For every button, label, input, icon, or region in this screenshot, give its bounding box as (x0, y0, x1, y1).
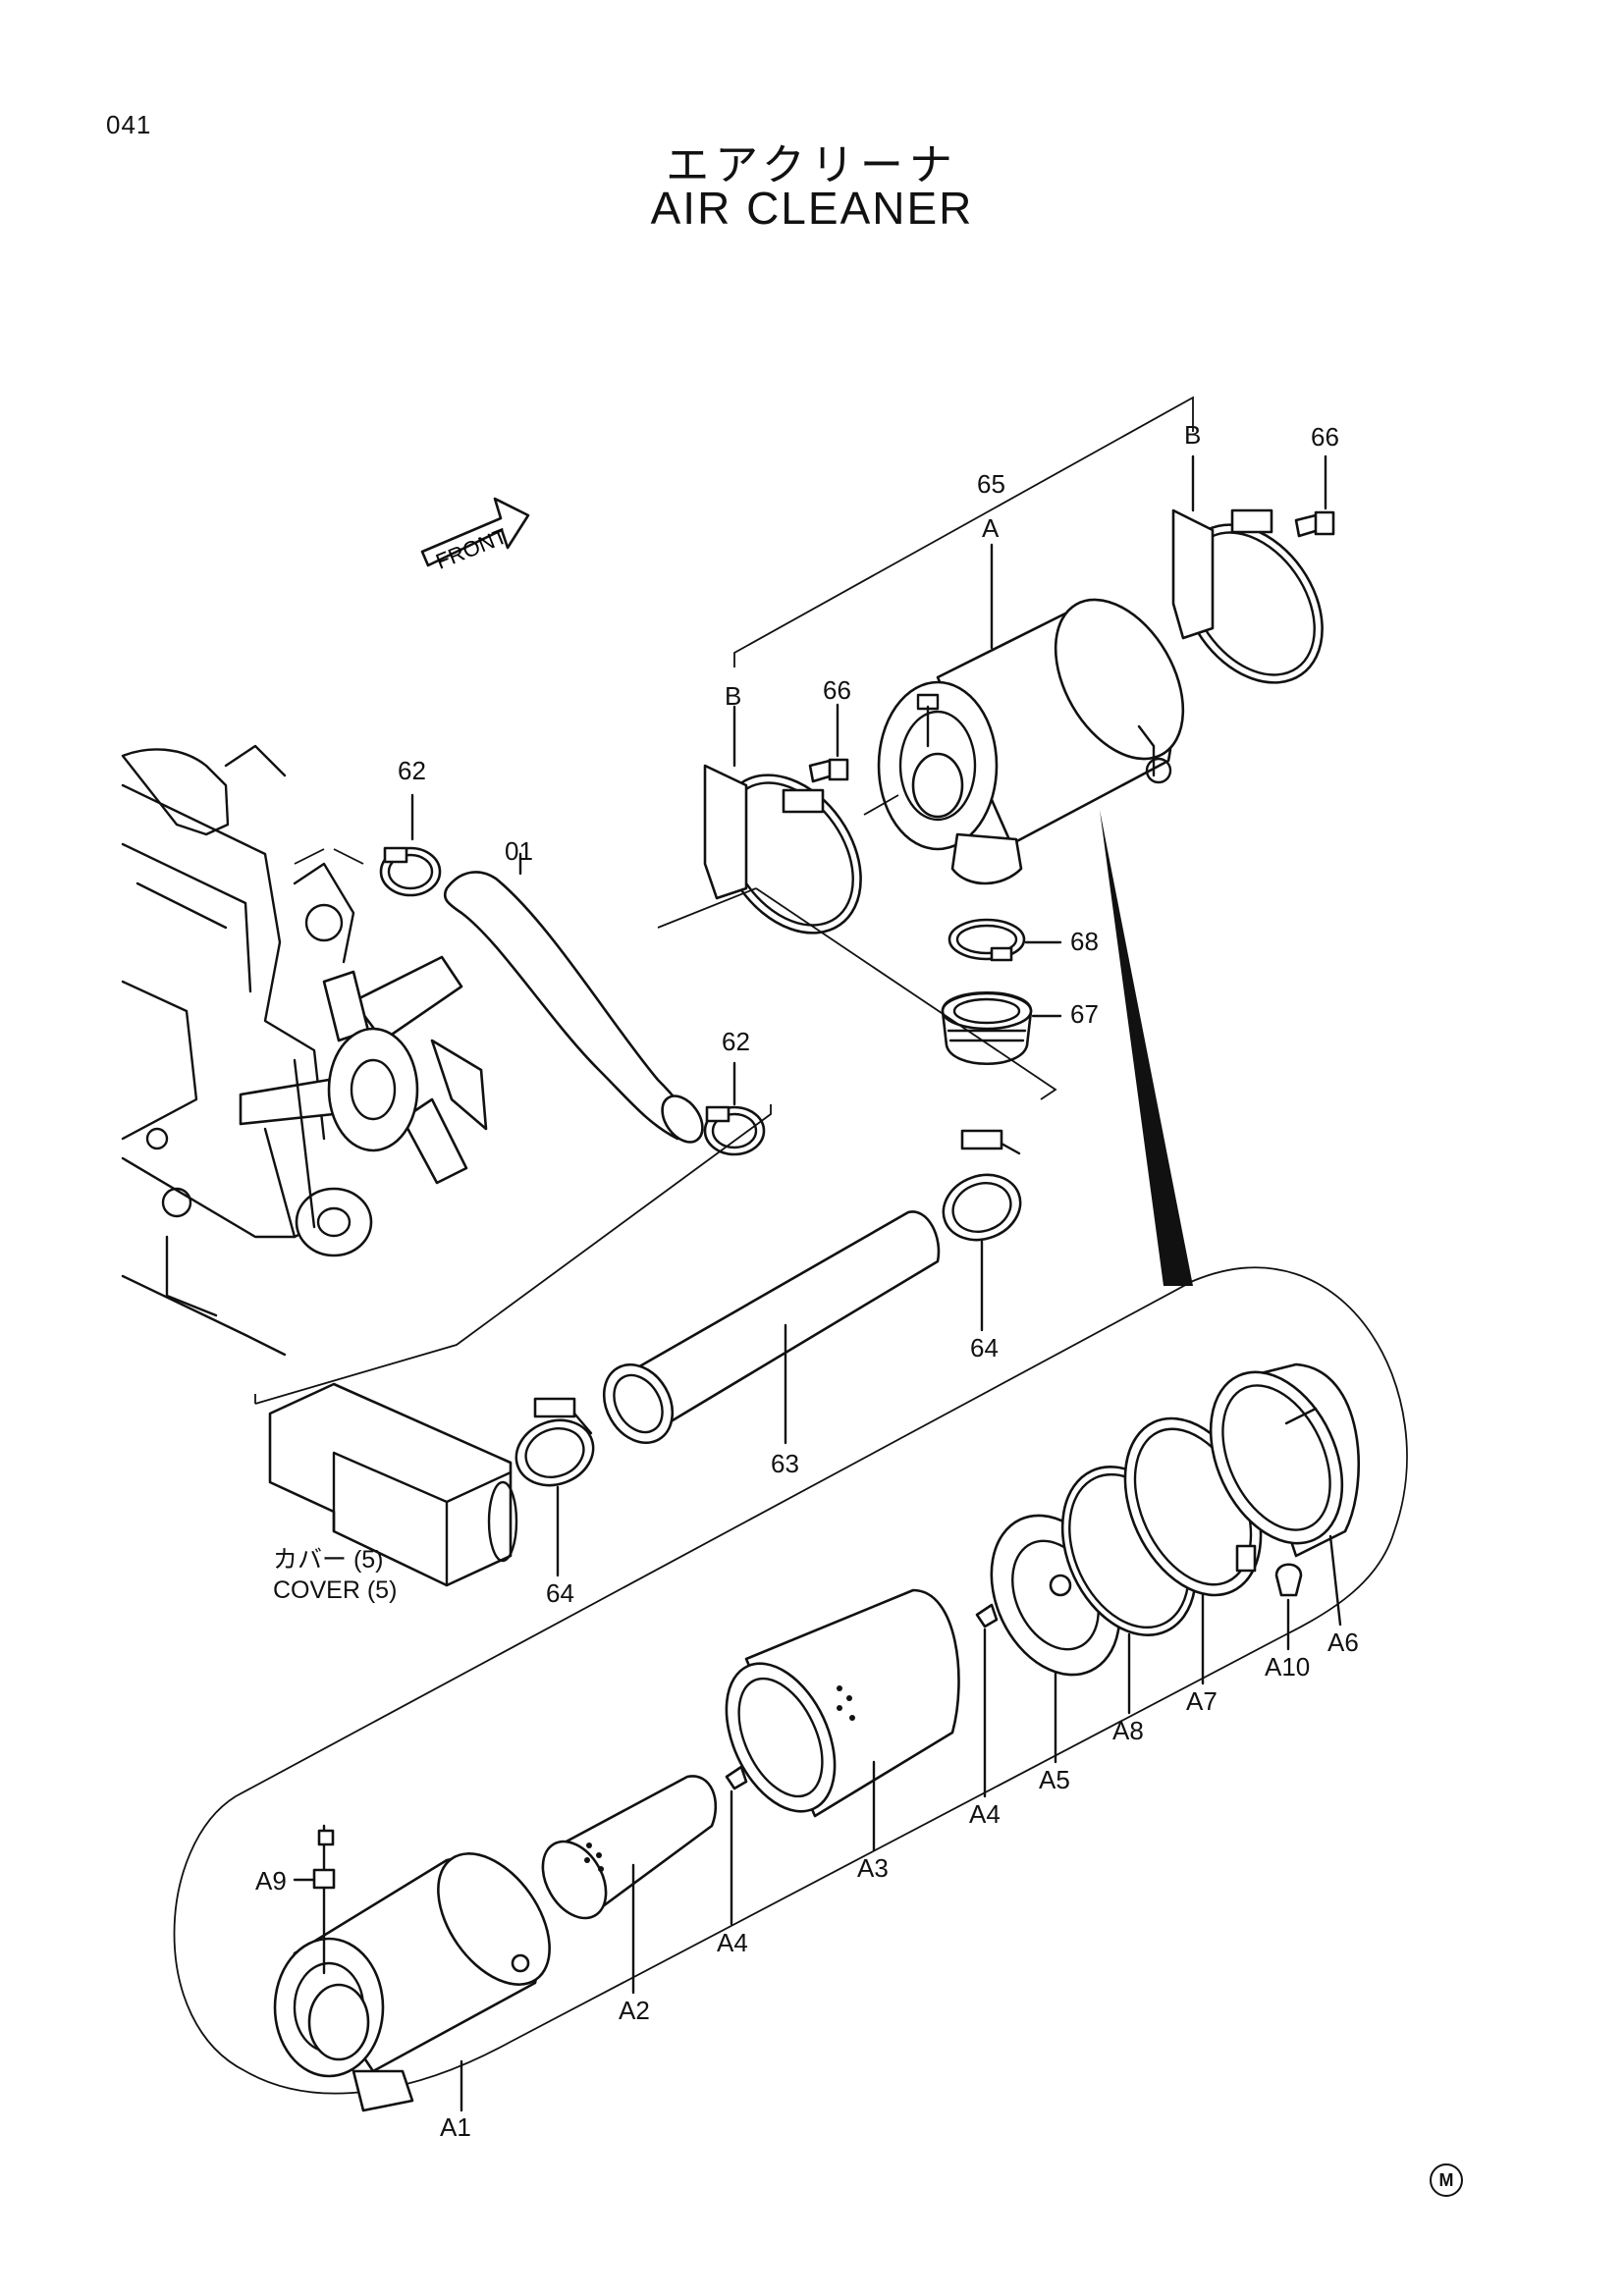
callout-62-lower: 62 (722, 1027, 750, 1056)
vacuator-a9 (293, 1824, 336, 1950)
callout-a9: A9 (255, 1866, 287, 1896)
air-cleaner-65 (877, 543, 1185, 885)
hose-01 (443, 852, 704, 1144)
callout-a4-upper: A4 (969, 1799, 1001, 1829)
callout-a8: A8 (1112, 1716, 1144, 1745)
callout-64-right: 64 (970, 1333, 999, 1362)
callout-63: 63 (771, 1449, 799, 1478)
rubber-elbow-67 (941, 990, 1062, 1066)
wing-nut-a4-upper (975, 1603, 999, 1798)
cover-label-jp: カバー (5) (273, 1546, 384, 1574)
callout-01: 01 (505, 836, 533, 866)
callout-68: 68 (1070, 927, 1099, 956)
cover-label: カバー (5) COVER (5) (273, 1545, 397, 1607)
cover-5-duct (268, 1382, 518, 1587)
title-japanese: エアクリーナ (666, 140, 958, 190)
clamp-68 (947, 918, 1062, 962)
callout-b-right: B (1184, 420, 1202, 450)
mounting-band-b-right (1171, 454, 1324, 684)
callout-a: A (982, 513, 1000, 543)
clamp-64-right (942, 1129, 1022, 1332)
callout-a2: A2 (619, 1996, 650, 2025)
engine-outline (121, 744, 488, 1357)
pipe-63 (602, 1210, 941, 1445)
clamp-62-upper (379, 793, 442, 897)
callout-62-upper: 62 (398, 756, 426, 785)
callout-a5: A5 (1039, 1765, 1070, 1794)
housing-a1 (273, 1852, 551, 2112)
callout-a1: A1 (440, 2112, 471, 2142)
callout-66-left: 66 (823, 675, 851, 705)
assembly-leaders (254, 396, 1194, 1405)
callout-b-left: B (725, 681, 742, 711)
inner-element-a2 (541, 1775, 718, 1995)
callout-66-right: 66 (1311, 422, 1339, 452)
clamp-64-left (514, 1397, 595, 1577)
title-english: AIR CLEANER (650, 183, 974, 234)
callout-a7: A7 (1186, 1686, 1218, 1716)
cover-label-en: COVER (5) (273, 1576, 398, 1605)
callout-a4-lower: A4 (717, 1928, 748, 1957)
front-arrow-icon: FRONT (420, 497, 530, 574)
outer-element-a3 (725, 1588, 960, 1852)
callout-a6: A6 (1327, 1628, 1359, 1657)
callout-67: 67 (1070, 999, 1099, 1029)
callout-65: 65 (977, 469, 1005, 499)
bolt-66-right (1294, 454, 1335, 538)
cap-a6 (1209, 1362, 1360, 1627)
mounting-band-b-left (703, 705, 862, 934)
maker-mark-icon: M (1430, 2163, 1463, 2197)
clamp-62-lower (703, 1061, 766, 1156)
wing-nut-a4-lower (725, 1765, 748, 1926)
exploded-view-outline (173, 1266, 1408, 2095)
callout-a3: A3 (857, 1853, 889, 1883)
page-number: 041 (106, 110, 152, 139)
callout-64-left: 64 (546, 1578, 574, 1608)
callout-a10: A10 (1265, 1652, 1311, 1682)
bolt-66-left (808, 703, 849, 783)
clip-a10 (1274, 1563, 1303, 1651)
